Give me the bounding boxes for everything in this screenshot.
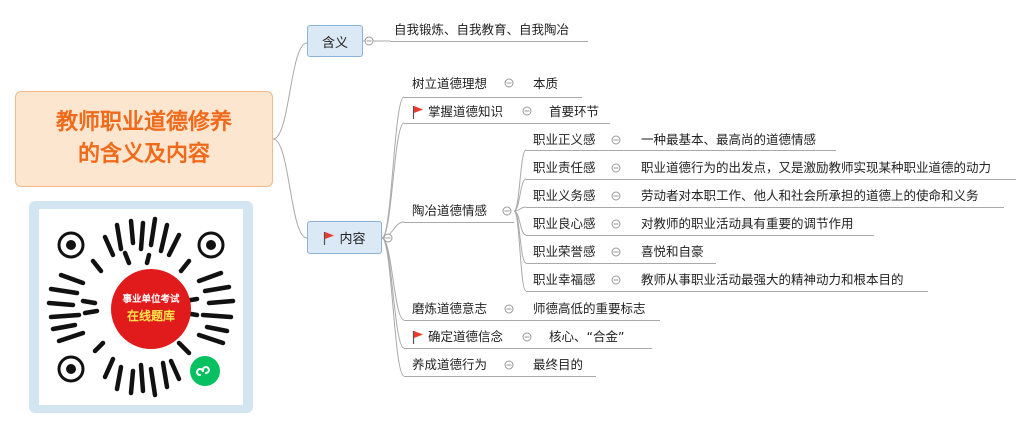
emotion-happiness-label[interactable]: 职业幸福感 xyxy=(533,272,596,287)
emotion-justice-underline xyxy=(526,150,836,151)
item-emotion-label[interactable]: 陶冶道德情感 xyxy=(412,203,488,218)
flag-icon xyxy=(412,329,424,348)
item-knowledge-label[interactable]: 掌握道德知识 xyxy=(428,104,504,119)
item-knowledge-underline xyxy=(404,123,610,124)
item-ideal-label[interactable]: 树立道德理想 xyxy=(412,76,488,91)
emotion-honor-underline xyxy=(526,263,716,264)
emotion-justice-label[interactable]: 职业正义感 xyxy=(533,132,596,147)
item-belief-label[interactable]: 确定道德信念 xyxy=(428,329,504,344)
qr-badge-line2: 在线题库 xyxy=(126,309,175,323)
wechat-mini-program-icon xyxy=(190,356,220,386)
item-belief-underline xyxy=(404,348,652,349)
item-will-detail: 师德高低的重要标志 xyxy=(533,301,646,316)
flag-icon xyxy=(324,231,335,245)
qr-pattern xyxy=(46,216,236,398)
item-belief-detail: 核心、“合金” xyxy=(549,329,625,344)
item-behavior-underline xyxy=(404,376,596,377)
emotion-responsibility-underline xyxy=(526,179,1016,180)
emotion-conscience-label[interactable]: 职业良心感 xyxy=(533,216,596,231)
emotion-duty-underline xyxy=(526,207,1004,208)
meaning-node[interactable]: 含义 xyxy=(307,25,363,57)
item-behavior-label[interactable]: 养成道德行为 xyxy=(412,357,488,372)
item-will-underline xyxy=(404,320,660,321)
item-knowledge-detail: 首要环节 xyxy=(549,104,600,119)
emotion-happiness-underline xyxy=(526,291,928,292)
item-ideal-underline xyxy=(404,97,582,98)
root-title-line1: 教师职业道德修养 xyxy=(55,110,232,135)
qr-badge-line1: 事业单位考试 xyxy=(122,294,180,305)
item-behavior-detail: 最终目的 xyxy=(533,357,584,372)
meaning-underline xyxy=(390,41,588,42)
emotion-conscience-detail: 对教师的职业活动具有重要的调节作用 xyxy=(641,216,854,231)
item-will-label[interactable]: 磨炼道德意志 xyxy=(412,301,488,316)
emotion-responsibility-detail: 职业道德行为的出发点，又是激励教师实现某种职业道德的动力 xyxy=(641,160,992,175)
emotion-duty-detail: 劳动者对本职工作、他人和社会所承担的道德上的使命和义务 xyxy=(641,188,979,203)
emotion-justice-detail: 一种最基本、最高尚的道德情感 xyxy=(641,132,817,147)
qr-center-badge: 事业单位考试 在线题库 xyxy=(111,269,191,349)
emotion-happiness-detail: 教师从事职业活动最强大的精神动力和根本目的 xyxy=(641,272,904,287)
content-label: 内容 xyxy=(339,232,366,247)
root-topic[interactable]: 教师职业道德修养 的含义及内容 xyxy=(15,91,273,187)
item-ideal-detail: 本质 xyxy=(533,76,559,91)
emotion-honor-detail: 喜悦和自豪 xyxy=(641,244,704,259)
content-node[interactable]: 内容 xyxy=(307,221,382,254)
flag-icon xyxy=(412,104,424,123)
mini-program-qr-code[interactable]: 事业单位考试 在线题库 xyxy=(29,201,253,413)
meaning-label: 含义 xyxy=(321,35,348,51)
emotion-conscience-underline xyxy=(526,235,874,236)
emotion-duty-label[interactable]: 职业义务感 xyxy=(533,188,596,203)
root-title-line2: 的含义及内容 xyxy=(77,142,210,167)
emotion-responsibility-label[interactable]: 职业责任感 xyxy=(533,160,596,175)
meaning-content: 自我锻炼、自我教育、自我陶冶 xyxy=(394,22,570,37)
emotion-honor-label[interactable]: 职业荣誉感 xyxy=(533,244,596,259)
item-emotion-underline xyxy=(404,222,514,223)
